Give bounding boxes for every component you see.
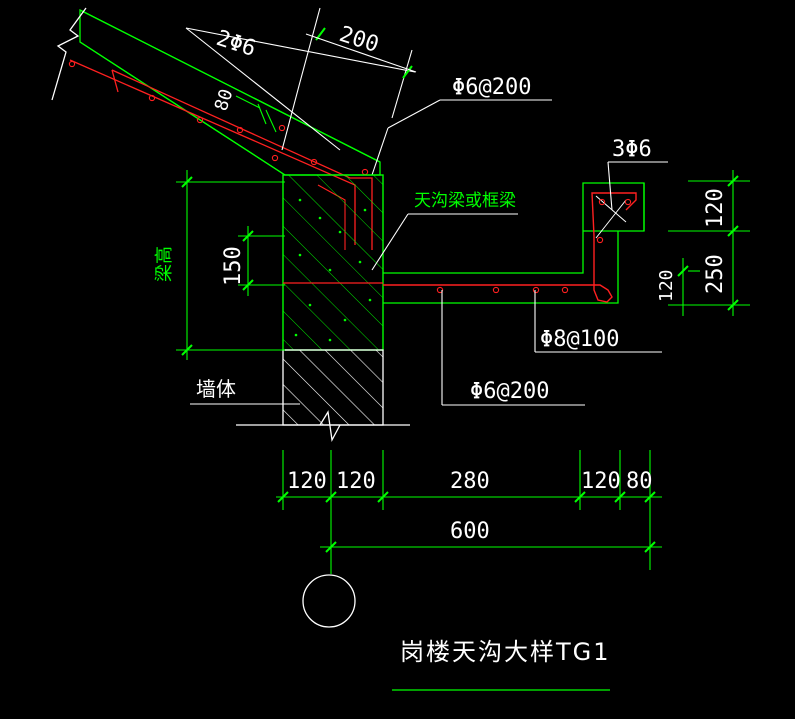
- dim-chain-2: 120: [336, 469, 376, 494]
- bottom-bar-label: Φ6@200: [470, 379, 549, 404]
- roof-bar-label: 2Φ6: [213, 26, 259, 62]
- bottom-dimension-chain: [276, 450, 662, 574]
- edge-bar-label: 3Φ6: [612, 137, 652, 162]
- roof-dim-80: 80: [211, 86, 238, 113]
- dim-chain-1: 120: [287, 469, 327, 494]
- gutter-beam-label: 天沟梁或框梁: [414, 191, 516, 211]
- dim-250-right-label: 250: [703, 254, 728, 294]
- beam-leader: [371, 213, 518, 271]
- left-dimensions: [176, 170, 285, 360]
- wall-body: [236, 349, 410, 443]
- gutter-trough: [383, 182, 645, 304]
- slab-bar-leader: [534, 290, 662, 353]
- roof-dim-200: 200: [336, 22, 382, 58]
- dim-chain-5: 80: [626, 469, 653, 494]
- stirrup-top-label: Φ6@200: [452, 75, 531, 100]
- bottom-bar-leader: [441, 290, 585, 406]
- drawing-title: 岗楼天沟大样TG1: [400, 638, 611, 666]
- roof-annotations: [185, 7, 552, 176]
- dim-chain-4: 120: [581, 469, 621, 494]
- slab-bar-label: Φ8@100: [540, 327, 619, 352]
- right-dimensions: [668, 170, 750, 316]
- beam-height-label: 梁高: [154, 246, 175, 282]
- gutter-beam: [282, 174, 384, 351]
- dim-chain-3: 280: [450, 469, 490, 494]
- edge-bar-leader: [607, 161, 668, 211]
- dim-120-right-label: 120: [703, 188, 728, 228]
- dim-150-label: 150: [221, 246, 246, 286]
- dim-total: 600: [450, 519, 490, 544]
- dim-120-lip-label: 120: [656, 269, 677, 302]
- axis-bubble: [302, 574, 356, 628]
- wall-label: 墙体: [196, 377, 236, 401]
